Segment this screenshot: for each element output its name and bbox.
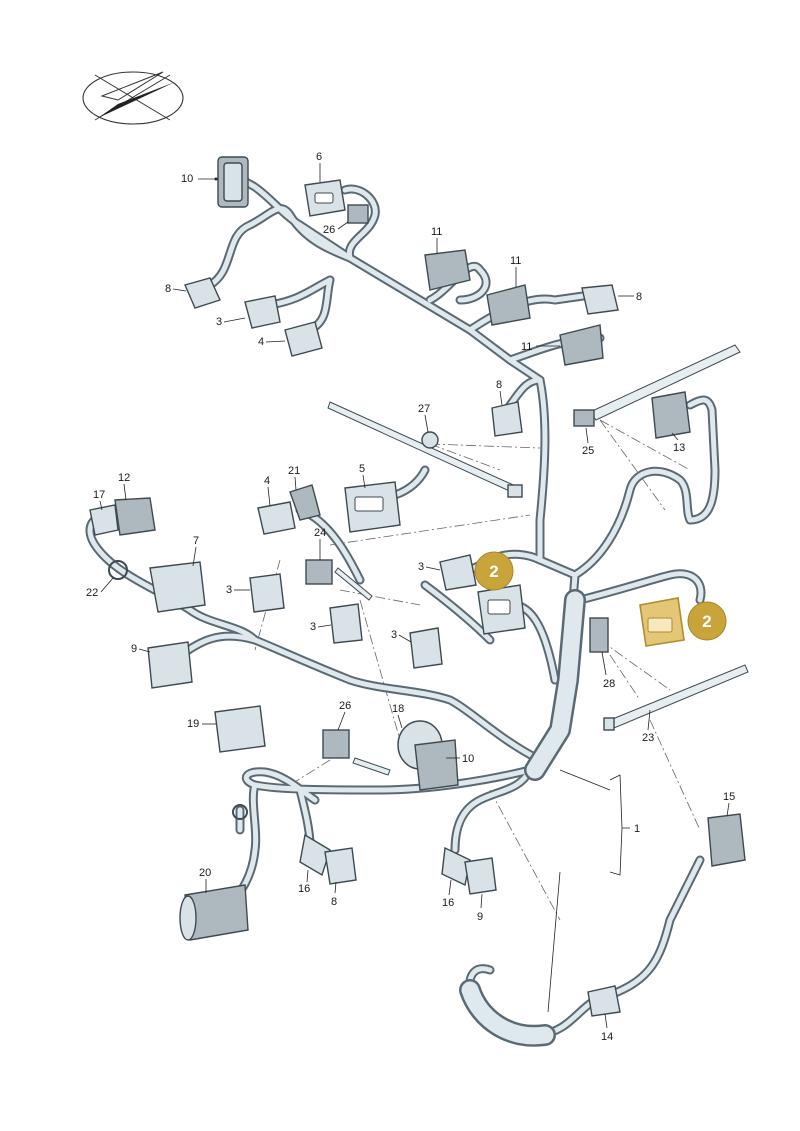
callout-3-mid-left: 3 — [226, 584, 232, 596]
callout-9-left: 9 — [131, 643, 137, 655]
connectors — [89, 156, 746, 1017]
svg-text:2: 2 — [702, 612, 711, 631]
callout-3-upper: 3 — [216, 316, 222, 328]
callout-13: 13 — [673, 442, 685, 454]
svg-text:2: 2 — [489, 562, 498, 581]
callout-11-b: 11 — [510, 255, 521, 267]
callout-10-top: 10 — [181, 173, 193, 185]
callout-7: 7 — [193, 535, 199, 547]
callout-25: 25 — [582, 445, 594, 457]
callout-26-top: 26 — [323, 224, 335, 236]
callout-20: 20 — [199, 867, 211, 879]
callout-3-near-badge: 3 — [418, 561, 424, 573]
callout-4-upper: 4 — [258, 336, 264, 348]
callout-10-lower: 10 — [462, 753, 474, 765]
callout-6: 6 — [316, 151, 322, 163]
callout-27: 27 — [418, 403, 430, 415]
callout-8-bottom: 8 — [331, 896, 337, 908]
callout-16-left: 16 — [298, 883, 310, 895]
callout-26-lower: 26 — [339, 700, 351, 712]
compass-logo-icon — [82, 71, 184, 125]
callout-18: 18 — [392, 703, 404, 715]
callout-9-bottom: 9 — [477, 911, 483, 923]
callout-22: 22 — [86, 587, 98, 599]
callout-8-middle: 8 — [496, 379, 502, 391]
callout-4-middle: 4 — [264, 475, 270, 487]
callout-1: 1 — [634, 823, 640, 835]
callout-3-mid-right: 3 — [391, 629, 397, 641]
callout-5: 5 — [359, 463, 365, 475]
callout-15: 15 — [723, 791, 735, 803]
callout-11-a: 11 — [431, 226, 442, 238]
callout-24: 24 — [314, 527, 326, 539]
callout-14: 14 — [601, 1031, 613, 1043]
callout-23: 23 — [642, 732, 654, 744]
callouts: 10 6 26 8 3 4 11 11 8 11 8 27 25 13 12 1… — [86, 151, 735, 1043]
callout-21: 21 — [288, 465, 300, 477]
callout-16-right: 16 — [442, 897, 454, 909]
callout-8-upper-left: 8 — [165, 283, 171, 295]
callout-17: 17 — [93, 489, 105, 501]
callout-28: 28 — [603, 678, 615, 690]
part-badge-2-left[interactable]: 2 — [474, 551, 514, 591]
part-badge-2-right[interactable]: 2 — [687, 601, 727, 641]
guide-lines — [254, 419, 701, 921]
callout-8-right: 8 — [636, 291, 642, 303]
callout-12: 12 — [118, 472, 130, 484]
callout-19: 19 — [187, 718, 199, 730]
callout-11-c: 11 — [521, 341, 532, 353]
cable-ties — [327, 344, 749, 776]
callout-3-mid: 3 — [310, 621, 316, 633]
